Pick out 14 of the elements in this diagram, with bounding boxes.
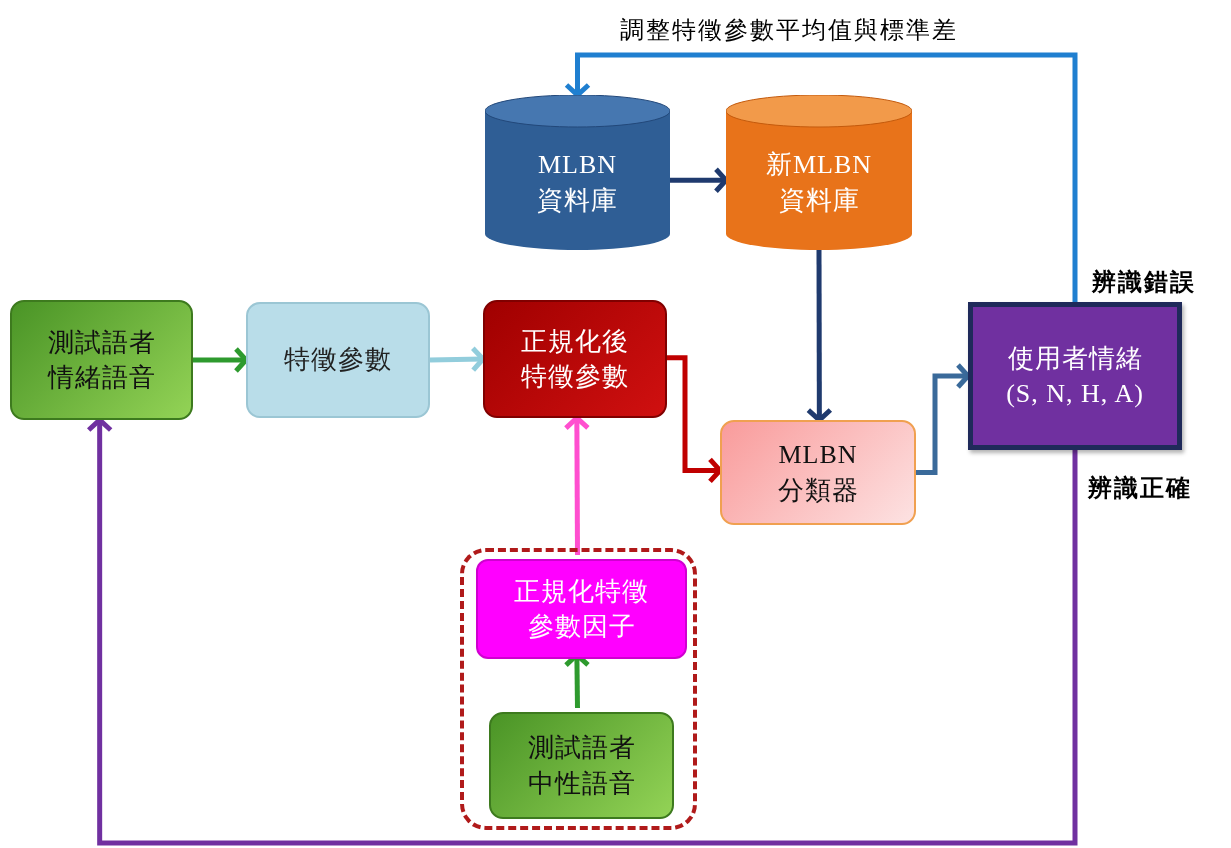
arrow [564,52,1078,302]
dashed-group-box [460,548,697,830]
process-box: MLBN 分類器 [720,420,916,525]
arrow [670,166,729,194]
process-box: 測試語者情緒語音 [10,300,193,420]
note-label: 辨識錯誤 [1092,268,1196,297]
process-box: 正規化特徵參數因子 [476,559,687,659]
arrow [563,415,591,555]
process-box: 測試語者中性語音 [489,712,674,819]
arrow [86,417,1078,846]
process-box: 正規化後特徵參數 [483,300,667,418]
process-box: 特徵參數 [246,302,430,418]
result-box: 使用者情緒 (S, N, H, A) [968,302,1182,450]
arrow [805,250,833,423]
